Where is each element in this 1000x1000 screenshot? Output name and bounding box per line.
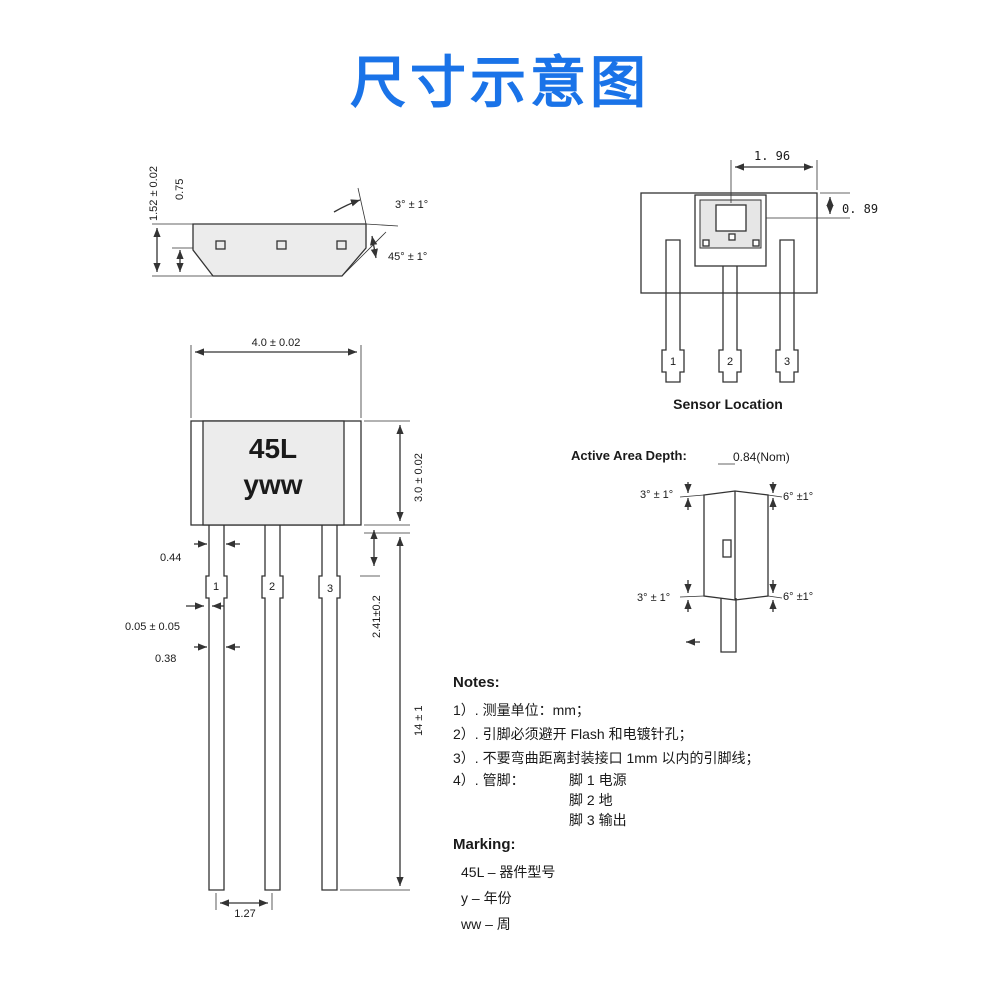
sensor-lead-3	[775, 239, 799, 383]
front-width-label: 4.0 ± 0.02	[252, 337, 301, 349]
active-area-value: 0.84(Nom)	[733, 450, 790, 464]
side-height-label: 1.52 ± 0.02	[148, 166, 160, 221]
angle-bottom-left: 3° ± 1°	[637, 592, 670, 604]
pin-function: 脚 1 电源	[569, 772, 627, 788]
sensor-die-frame	[694, 194, 767, 267]
note-item: 4）. 管脚：	[453, 772, 525, 788]
front-lead-length-label: 14 ± 1	[413, 705, 425, 736]
sensor-package	[640, 192, 818, 294]
active-area-body	[703, 490, 769, 601]
side-body	[192, 223, 367, 277]
lead-width-label: 0.44	[160, 552, 181, 564]
sensor-location	[640, 160, 850, 383]
marking-line-1: 45L	[249, 433, 297, 464]
sensor-pin-3: 3	[784, 356, 790, 368]
lead-2	[261, 525, 284, 891]
marking-line-2: yww	[243, 469, 302, 500]
lead-3	[318, 525, 341, 891]
side-pad-2	[276, 240, 287, 250]
front-step-height-label: 2.41±0.2	[371, 595, 383, 638]
side-view	[152, 187, 399, 277]
sensor-hall-element	[715, 204, 747, 232]
side-inner-label: 0.75	[174, 179, 186, 200]
notes-heading: Notes:	[453, 674, 500, 691]
pin-function: 脚 2 地	[569, 792, 613, 808]
front-height-label: 3.0 ± 0.02	[413, 453, 425, 502]
sensor-lead-2	[718, 266, 742, 383]
angle-top-right: 6° ±1°	[783, 491, 813, 503]
pin-label-2: 2	[269, 581, 275, 593]
note-item: 2）. 引脚必须避开 Flash 和电镀针孔；	[453, 726, 693, 742]
side-pad-3	[336, 240, 347, 250]
sensor-x-label: 1. 96	[754, 149, 790, 163]
side-angle-top: 3° ± 1°	[395, 199, 428, 211]
active-area-caption: Active Area Depth:	[571, 448, 687, 463]
front-body	[202, 420, 345, 526]
sensor-y-label: 0. 89	[842, 202, 878, 216]
active-area-lead	[720, 598, 737, 653]
lead-1	[205, 525, 228, 891]
active-area-element	[722, 539, 732, 558]
front-view	[186, 345, 410, 910]
side-pad-1	[215, 240, 226, 250]
note-item: 3）. 不要弯曲距离封装接口 1mm 以内的引脚线；	[453, 750, 760, 766]
pin-label-1: 1	[213, 581, 219, 593]
sensor-lead-1	[661, 239, 685, 383]
lead-narrow-label: 0.38	[155, 653, 176, 665]
marking-heading: Marking:	[453, 836, 516, 853]
sensor-pin-1: 1	[670, 356, 676, 368]
pitch-label: 1.27	[234, 908, 255, 920]
marking-item: 45L – 器件型号	[461, 864, 556, 880]
side-angle-bottom: 45° ± 1°	[388, 251, 427, 263]
page-title: 尺寸示意图	[350, 51, 650, 116]
marking-item: ww – 周	[461, 916, 511, 932]
active-area-view	[679, 463, 783, 653]
pin-label-3: 3	[327, 583, 333, 595]
sensor-pin-2: 2	[727, 356, 733, 368]
sensor-location-caption: Sensor Location	[673, 396, 783, 412]
lead-step-label: 0.05 ± 0.05	[125, 621, 180, 633]
marking-item: y – 年份	[461, 890, 512, 906]
pin-function: 脚 3 输出	[569, 812, 627, 828]
notes-section: Notes: 1）. 测量单位：mm； 2）. 引脚必须避开 Flash 和电镀…	[453, 674, 973, 937]
angle-top-left: 3° ± 1°	[640, 489, 673, 501]
note-item: 1）. 测量单位：mm；	[453, 702, 590, 718]
angle-bottom-right: 6° ±1°	[783, 591, 813, 603]
